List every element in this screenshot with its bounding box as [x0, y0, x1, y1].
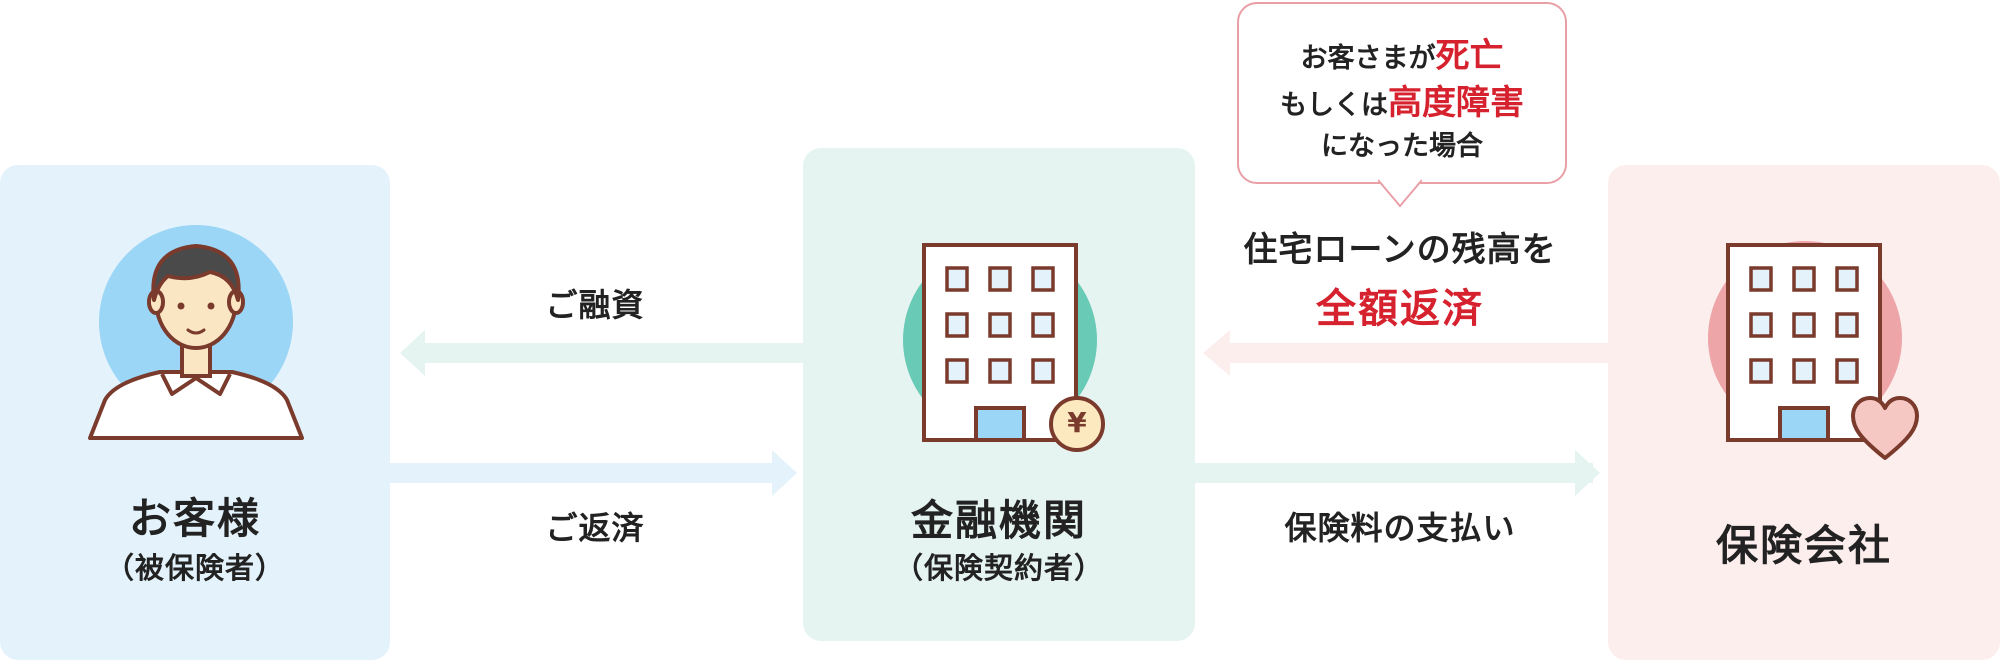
customer-role: （被保険者） — [104, 551, 285, 585]
bubble-line-1-text: お客さまが — [1300, 43, 1436, 74]
loan-arrow — [400, 330, 805, 376]
loan-label: ご融資 — [545, 286, 645, 324]
yen-symbol: ¥ — [1067, 406, 1087, 439]
bubble-line-2-text: もしくは — [1280, 90, 1388, 121]
payoff-line2: 全額返済 — [1316, 286, 1484, 332]
heart-icon — [1851, 396, 1919, 460]
yen-coin-icon — [1049, 396, 1105, 452]
payoff-arrow — [1203, 330, 1610, 376]
bank-name: 金融機関 — [910, 496, 1087, 545]
bubble-line-2: もしくは高度障害 — [1237, 75, 1567, 124]
bubble-line-3: になった場合 — [1321, 131, 1483, 162]
condition-bubble — [1237, 2, 1567, 184]
bank-role: （保険契約者） — [893, 551, 1104, 585]
repayment-label: ご返済 — [545, 509, 645, 547]
insurer-name: 保険会社 — [1715, 521, 1892, 570]
bubble-line-1: お客さまが死亡 — [1237, 28, 1567, 77]
repayment-arrow — [390, 450, 797, 496]
payoff-line1: 住宅ローンの残高を — [1243, 230, 1557, 270]
bubble-line-1-highlight: 死亡 — [1435, 36, 1504, 76]
premium-label: 保険料の支払い — [1284, 509, 1516, 547]
customer-name: お客様 — [128, 494, 261, 543]
bank-building-icon — [903, 243, 1097, 442]
bubble-line-2-highlight: 高度障害 — [1388, 83, 1524, 123]
bubble-tail — [1378, 178, 1422, 208]
person-icon — [88, 225, 304, 440]
insurer-building-icon — [1708, 241, 1902, 442]
premium-arrow — [1195, 450, 1600, 496]
